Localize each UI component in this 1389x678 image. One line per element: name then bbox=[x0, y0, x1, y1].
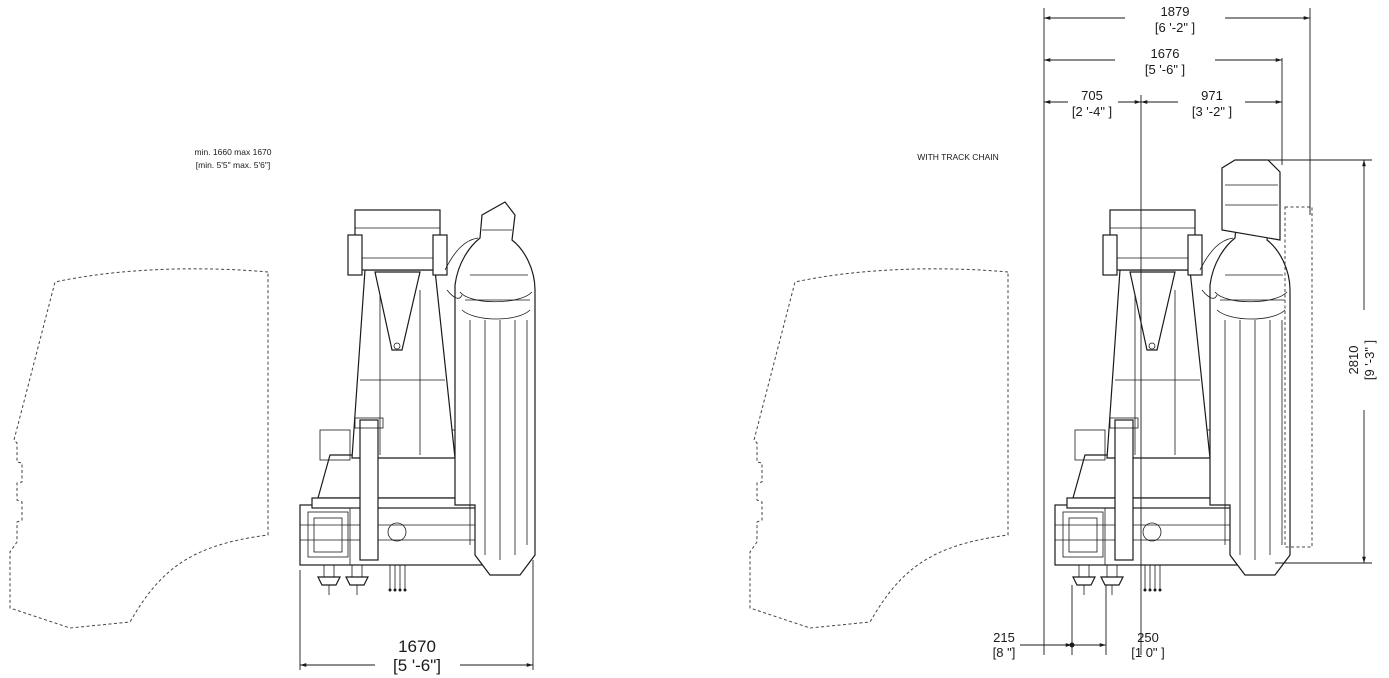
bottom-right-mm: 250 bbox=[1137, 630, 1159, 645]
offset-dimensions: 705 [2 '-4" ] 971 [3 '-2" ] bbox=[1044, 88, 1282, 119]
width-imperial: [5 '-6" ] bbox=[1145, 62, 1185, 77]
overall-width-mm: 1879 bbox=[1161, 4, 1190, 19]
height-imperial: [9 '-3" ] bbox=[1362, 340, 1377, 380]
left-view: min. 1660 max 1670 [min. 5'5" max. 5'6"]… bbox=[9, 147, 536, 675]
bottom-left-mm: 215 bbox=[993, 630, 1015, 645]
boom-top-right bbox=[1221, 159, 1281, 241]
track-chain-outline bbox=[1284, 206, 1313, 548]
left-note-line2: [min. 5'5" max. 5'6"] bbox=[196, 160, 270, 170]
left-offset-mm: 705 bbox=[1081, 88, 1103, 103]
height-dimension: 2810 [9 '-3" ] bbox=[1250, 159, 1377, 564]
overall-width-dimension: 1879 [6 '-2" ] bbox=[1044, 4, 1310, 35]
crane-body-right bbox=[1054, 201, 1291, 596]
left-offset-imperial: [2 '-4" ] bbox=[1072, 104, 1112, 119]
right-note: WITH TRACK CHAIN bbox=[917, 152, 999, 162]
bottom-right-imperial: [1 0" ] bbox=[1131, 645, 1165, 660]
left-width-imperial: [5 '-6"] bbox=[393, 656, 441, 675]
left-note-line1: min. 1660 max 1670 bbox=[194, 147, 271, 157]
right-offset-mm: 971 bbox=[1201, 88, 1223, 103]
width-dimension: 1676 [5 '-6" ] bbox=[1044, 46, 1282, 77]
bottom-left-imperial: [8 "] bbox=[993, 645, 1016, 660]
overall-width-imperial: [6 '-2" ] bbox=[1155, 20, 1195, 35]
right-view: WITH TRACK CHAIN 1879 [6 '-2" ] 1676 [5 … bbox=[749, 4, 1377, 660]
left-width-mm: 1670 bbox=[398, 637, 436, 656]
bottom-dimensions: 215 [8 "] 250 [1 0" ] bbox=[993, 585, 1165, 660]
left-width-dimension: 1670 [5 '-6"] bbox=[299, 560, 534, 675]
crane-body-left bbox=[299, 201, 536, 596]
right-offset-imperial: [3 '-2" ] bbox=[1192, 104, 1232, 119]
truck-cab-outline-left bbox=[9, 268, 269, 629]
height-mm: 2810 bbox=[1346, 346, 1361, 375]
truck-cab-outline-right bbox=[749, 268, 1009, 629]
width-mm: 1676 bbox=[1151, 46, 1180, 61]
